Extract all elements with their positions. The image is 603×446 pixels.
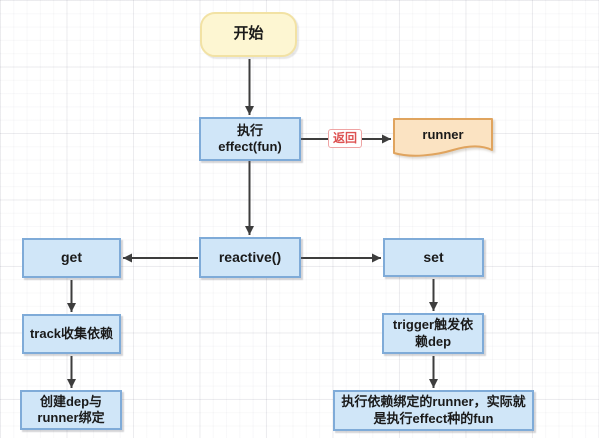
node-get: get: [22, 238, 121, 278]
node-effect: 执行 effect(fun): [199, 117, 301, 161]
node-trigger-label: trigger触发依赖dep: [392, 317, 474, 349]
node-track: track收集依赖: [22, 314, 121, 354]
node-runner-label: runner: [422, 126, 464, 142]
node-set-label: set: [423, 248, 444, 265]
node-start-label: 开始: [233, 25, 264, 43]
node-track-label: track收集依赖: [29, 325, 114, 341]
node-exec-runner-label: 执行依赖绑定的runner，实际就是执行effect种的fun: [341, 394, 526, 426]
node-reactive: reactive(): [199, 237, 301, 278]
document-shape: [393, 118, 493, 157]
grid-background: [0, 0, 599, 438]
node-runner: runner: [393, 118, 493, 160]
node-get-label: get: [61, 249, 82, 266]
edge-return-label: 返回: [328, 129, 363, 148]
node-set: set: [383, 238, 484, 277]
node-trigger: trigger触发依赖dep: [382, 313, 484, 354]
node-effect-label-line1: 执行: [236, 122, 263, 138]
node-exec-runner: 执行依赖绑定的runner，实际就是执行effect种的fun: [333, 390, 534, 431]
node-reactive-label: reactive(): [218, 248, 282, 265]
node-start: 开始: [200, 12, 297, 57]
node-create-dep-label: 创建dep与runner绑定: [37, 393, 105, 425]
node-effect-label-line2: effect(fun): [218, 139, 282, 154]
node-create-dep: 创建dep与runner绑定: [20, 390, 122, 430]
